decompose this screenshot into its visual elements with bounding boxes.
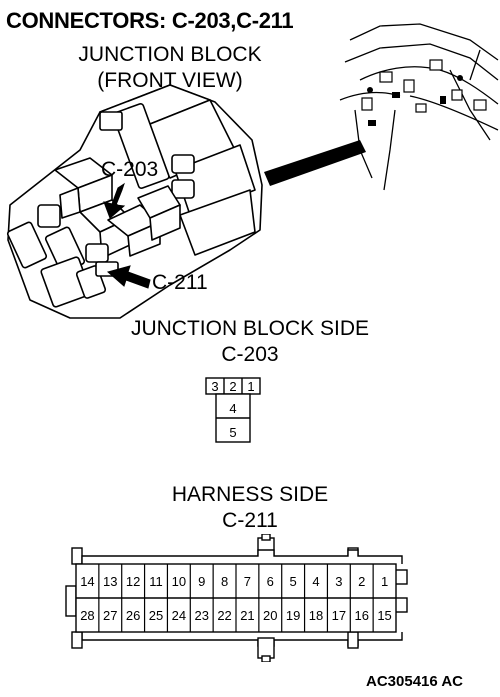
junction-block-side-caption-line2: C-203 — [221, 343, 279, 366]
c211-pin-label: 9 — [198, 574, 205, 589]
location-pointer — [264, 140, 366, 186]
junction-block-side-caption: JUNCTION BLOCK SIDE C-203 — [100, 316, 400, 368]
junction-block-caption-line2: (FRONT VIEW) — [97, 69, 243, 92]
junction-block-caption-line1: JUNCTION BLOCK — [78, 43, 262, 66]
c211-pin-label: 2 — [358, 574, 365, 589]
harness-side-caption-line1: HARNESS SIDE — [171, 483, 329, 506]
c211-pin-label: 24 — [172, 608, 186, 623]
c203-pin-label: 1 — [247, 379, 254, 394]
c211-pin-label: 4 — [312, 574, 319, 589]
c211-pin-label: 18 — [309, 608, 323, 623]
c211-pin-label: 1 — [381, 574, 388, 589]
c211-pin-label: 27 — [103, 608, 117, 623]
page-title: CONNECTORS: C-203,C-211 — [6, 8, 294, 33]
c211-pin-label: 11 — [149, 574, 163, 589]
c211-pin-label: 22 — [217, 608, 231, 623]
c211-pin-label: 6 — [267, 574, 274, 589]
c211-pin-label: 21 — [240, 608, 254, 623]
c211-pin-label: 13 — [103, 574, 117, 589]
junction-block-caption: JUNCTION BLOCK (FRONT VIEW) — [40, 42, 300, 94]
figure-code: AC305416 AC — [366, 673, 463, 690]
c211-pin-label: 28 — [80, 608, 94, 623]
vehicle-location-view — [339, 23, 499, 191]
c211-pin-label: 16 — [354, 608, 368, 623]
c211-pin-label: 8 — [221, 574, 228, 589]
c211-pin-label: 14 — [80, 574, 94, 589]
c211-pin-label: 26 — [126, 608, 140, 623]
c211-pin-label: 12 — [126, 574, 140, 589]
junction-block-side-caption-line1: JUNCTION BLOCK SIDE — [130, 317, 370, 340]
c211-pin-label: 17 — [332, 608, 346, 623]
c203-pin-label: 5 — [229, 425, 236, 440]
c211-pin-label: 3 — [335, 574, 342, 589]
harness-side-caption-line2: C-211 — [222, 509, 278, 532]
c211-pin-label: 23 — [194, 608, 208, 623]
c211-pin-label: 19 — [286, 608, 300, 623]
c211-pin-label: 7 — [244, 574, 251, 589]
c211-pin-label: 20 — [263, 608, 277, 623]
harness-side-caption: HARNESS SIDE C-211 — [100, 482, 400, 534]
c211-pin-label: 10 — [172, 574, 186, 589]
junction-block-illustration — [6, 23, 499, 319]
c211-pin-label: 15 — [377, 608, 391, 623]
c203-pin-label: 2 — [229, 379, 236, 394]
c211-arrow-icon — [106, 265, 151, 289]
c203-callout-label: C-203 — [101, 158, 159, 181]
c203-pin-label: 4 — [229, 401, 236, 416]
c211-pin-label: 25 — [149, 608, 163, 623]
c203-pin-label: 3 — [211, 379, 218, 394]
c211-pin-label: 5 — [290, 574, 297, 589]
c203-arrow-icon — [103, 182, 126, 219]
c211-callout-label: C-211 — [152, 271, 208, 294]
c203-connector-face: 3 2 1 4 5 — [205, 377, 261, 443]
